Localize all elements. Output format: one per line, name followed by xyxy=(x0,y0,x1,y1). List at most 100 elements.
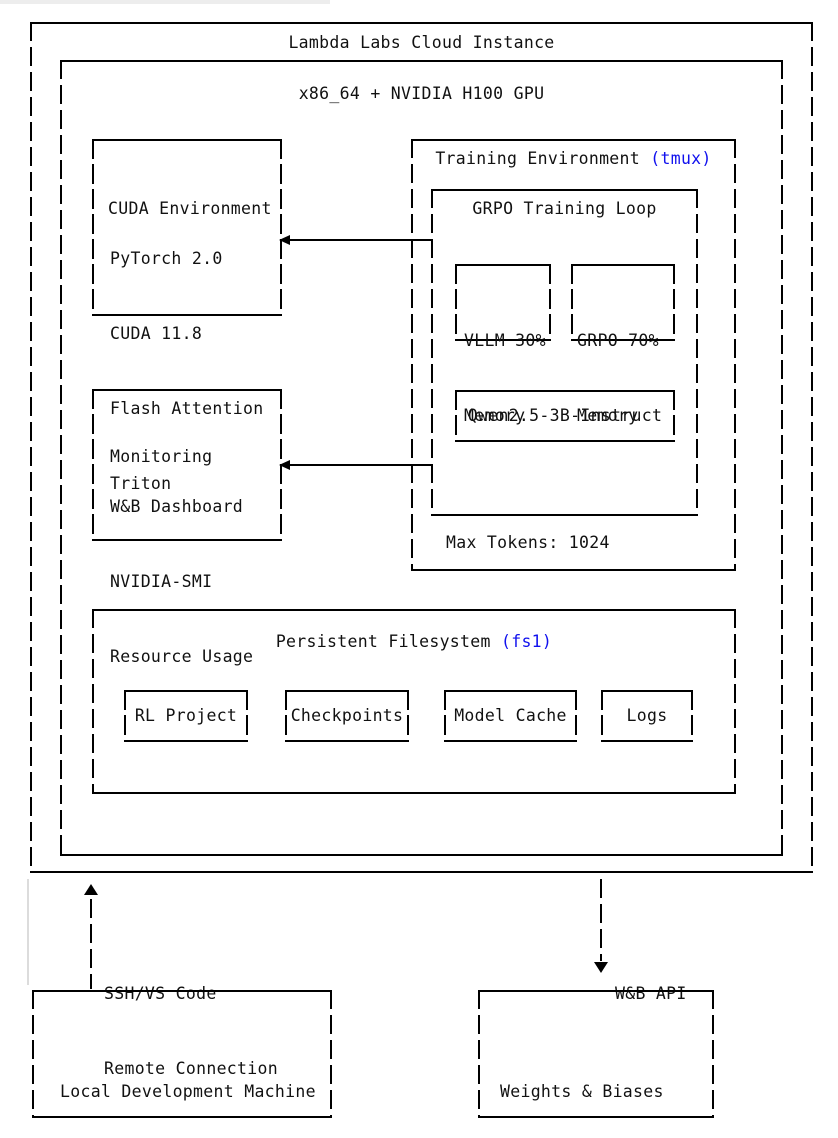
cuda-environment-title-row: CUDA Environment xyxy=(108,146,272,271)
box-edge-right xyxy=(407,690,409,742)
arrow-training-to-monitoring-head xyxy=(279,460,290,470)
box-edge-bottom xyxy=(455,440,675,442)
box-edge-left xyxy=(571,264,573,341)
box-edge-top xyxy=(571,264,675,266)
box-edge-bottom xyxy=(601,740,693,742)
box-edge-right xyxy=(811,22,813,873)
box-store-rl-project[interactable]: RL Project xyxy=(124,690,248,742)
box-edge-top xyxy=(601,690,693,692)
max-tokens-label: Max Tokens: 1024 xyxy=(446,480,610,605)
monitoring-item-wandb-dashboard: W&B Dashboard xyxy=(110,497,244,516)
weights-and-biases-cloud-line1: Weights & Biases xyxy=(500,1082,664,1101)
box-grpo-training-loop[interactable]: GRPO Training Loop xyxy=(431,189,698,516)
local-development-machine-line1: Local Development Machine xyxy=(60,1082,316,1101)
box-edge-left xyxy=(60,60,62,856)
box-edge-bottom xyxy=(411,569,736,571)
connection-label-ssh: SSH/VS Code Remote Connection xyxy=(104,931,278,1131)
grpo-memory-percent: GRPO 70% xyxy=(577,331,659,350)
box-edge-top xyxy=(60,60,783,62)
local-development-machine-text: Local Development Machine (VS Code + SSH… xyxy=(60,1029,316,1138)
monitoring-item-nvidia-smi: NVIDIA-SMI xyxy=(110,572,213,591)
box-edge-top xyxy=(92,139,282,141)
box-local-development-machine[interactable]: Local Development Machine (VS Code + SSH… xyxy=(32,990,332,1118)
box-host-hardware[interactable]: x86_64 + NVIDIA H100 GPU xyxy=(60,60,783,856)
box-edge-left xyxy=(30,22,32,873)
connection-label-wandb: W&B API xyxy=(615,931,687,1056)
box-cuda-environment[interactable]: CUDA Environment PyTorch 2.0 CUDA 11.8 F… xyxy=(92,139,282,493)
box-lambda-labs-cloud-instance[interactable]: Lambda Labs Cloud Instance xyxy=(30,22,813,873)
arrow-wandb-stalk xyxy=(600,879,602,961)
monitoring-title: Monitoring xyxy=(110,447,213,466)
persistent-filesystem-title-accent: (fs1) xyxy=(500,632,553,651)
cuda-item-cuda: CUDA 11.8 xyxy=(110,324,203,343)
box-edge-bottom xyxy=(431,514,698,516)
box-edge-bottom xyxy=(124,740,248,742)
box-edge-left xyxy=(411,139,413,571)
vllm-memory-text: VLLM 30% Memory xyxy=(464,278,546,478)
arrow-wandb-head xyxy=(594,962,608,973)
box-edge-left xyxy=(32,990,34,1118)
box-edge-bottom xyxy=(92,539,282,541)
box-edge-right xyxy=(734,609,736,794)
box-model-qwen[interactable]: Qwen2.5-3B-Instruct xyxy=(455,390,675,442)
lambda-labs-title: Lambda Labs Cloud Instance xyxy=(288,33,555,52)
arrow-ssh-stalk xyxy=(90,899,92,989)
box-edge-right xyxy=(280,139,282,316)
cuda-environment-item-list: PyTorch 2.0 CUDA 11.8 Flash Attention Tr… xyxy=(110,196,264,546)
cuda-item-triton: Triton xyxy=(110,474,172,493)
box-grpo-memory-allocation[interactable]: GRPO 70% Memory xyxy=(571,264,675,425)
box-edge-right xyxy=(330,990,332,1118)
box-edge-right xyxy=(696,189,698,516)
box-edge-bottom xyxy=(30,871,813,873)
training-environment-title-main: Training Environment xyxy=(435,149,651,168)
vllm-memory-percent: VLLM 30% xyxy=(464,331,546,350)
box-edge-right xyxy=(246,690,248,742)
box-training-environment[interactable]: Training Environment (tmux) xyxy=(411,139,736,571)
box-edge-bottom xyxy=(478,1116,714,1118)
box-edge-left xyxy=(92,139,94,316)
box-edge-top xyxy=(30,22,813,24)
store-checkpoints-label: Checkpoints xyxy=(290,706,404,725)
box-store-logs[interactable]: Logs xyxy=(601,690,693,742)
persistent-filesystem-title-main: Persistent Filesystem xyxy=(275,632,501,651)
box-edge-top xyxy=(455,390,675,392)
box-edge-top xyxy=(92,609,736,611)
box-edge-bottom xyxy=(285,740,409,742)
box-edge-left xyxy=(92,609,94,794)
connection-label-ssh-line2: Remote Connection xyxy=(104,1059,278,1078)
arrow-training-to-cuda-head xyxy=(279,235,290,245)
box-edge-bottom xyxy=(92,792,736,794)
model-qwen-label: Qwen2.5-3B-Instruct xyxy=(467,406,663,425)
box-edge-bottom xyxy=(92,314,282,316)
box-edge-left xyxy=(601,690,603,742)
box-weights-and-biases-cloud[interactable]: Weights & Biases Cloud Dashboard xyxy=(478,990,714,1118)
box-persistent-filesystem[interactable]: Persistent Filesystem (fs1) xyxy=(92,609,736,794)
training-environment-title-accent: (tmux) xyxy=(650,149,712,168)
box-store-model-cache[interactable]: Model Cache xyxy=(444,690,577,742)
box-edge-left xyxy=(124,690,126,742)
box-edge-bottom xyxy=(444,740,577,742)
arrow-training-to-cuda-line xyxy=(288,239,431,241)
box-edge-right xyxy=(781,60,783,856)
connection-label-wandb-line1: W&B API xyxy=(615,984,687,1003)
box-edge-right xyxy=(691,690,693,742)
monitoring-item-list: W&B Dashboard NVIDIA-SMI Resource Usage xyxy=(110,444,253,719)
grpo-training-loop-title: GRPO Training Loop xyxy=(472,199,657,218)
box-edge-left xyxy=(92,389,94,541)
box-edge-left xyxy=(455,264,457,341)
box-edge-left xyxy=(285,690,287,742)
box-edge-bottom xyxy=(571,339,675,341)
store-rl-project-label: RL Project xyxy=(134,706,238,725)
cuda-item-flash-attention: Flash Attention xyxy=(110,399,264,418)
box-edge-top xyxy=(431,189,698,191)
box-edge-bottom xyxy=(32,1116,332,1118)
monitoring-title-row: Monitoring xyxy=(110,394,212,519)
box-edge-right xyxy=(549,264,551,341)
grpo-memory-detail: Memory xyxy=(577,406,639,425)
box-edge-top xyxy=(32,990,332,992)
box-store-checkpoints[interactable]: Checkpoints xyxy=(285,690,409,742)
top-gray-strip xyxy=(0,0,330,4)
box-monitoring[interactable]: Monitoring W&B Dashboard NVIDIA-SMI Reso… xyxy=(92,389,282,666)
box-vllm-memory-allocation[interactable]: VLLM 30% Memory xyxy=(455,264,551,425)
box-edge-right xyxy=(575,690,577,742)
